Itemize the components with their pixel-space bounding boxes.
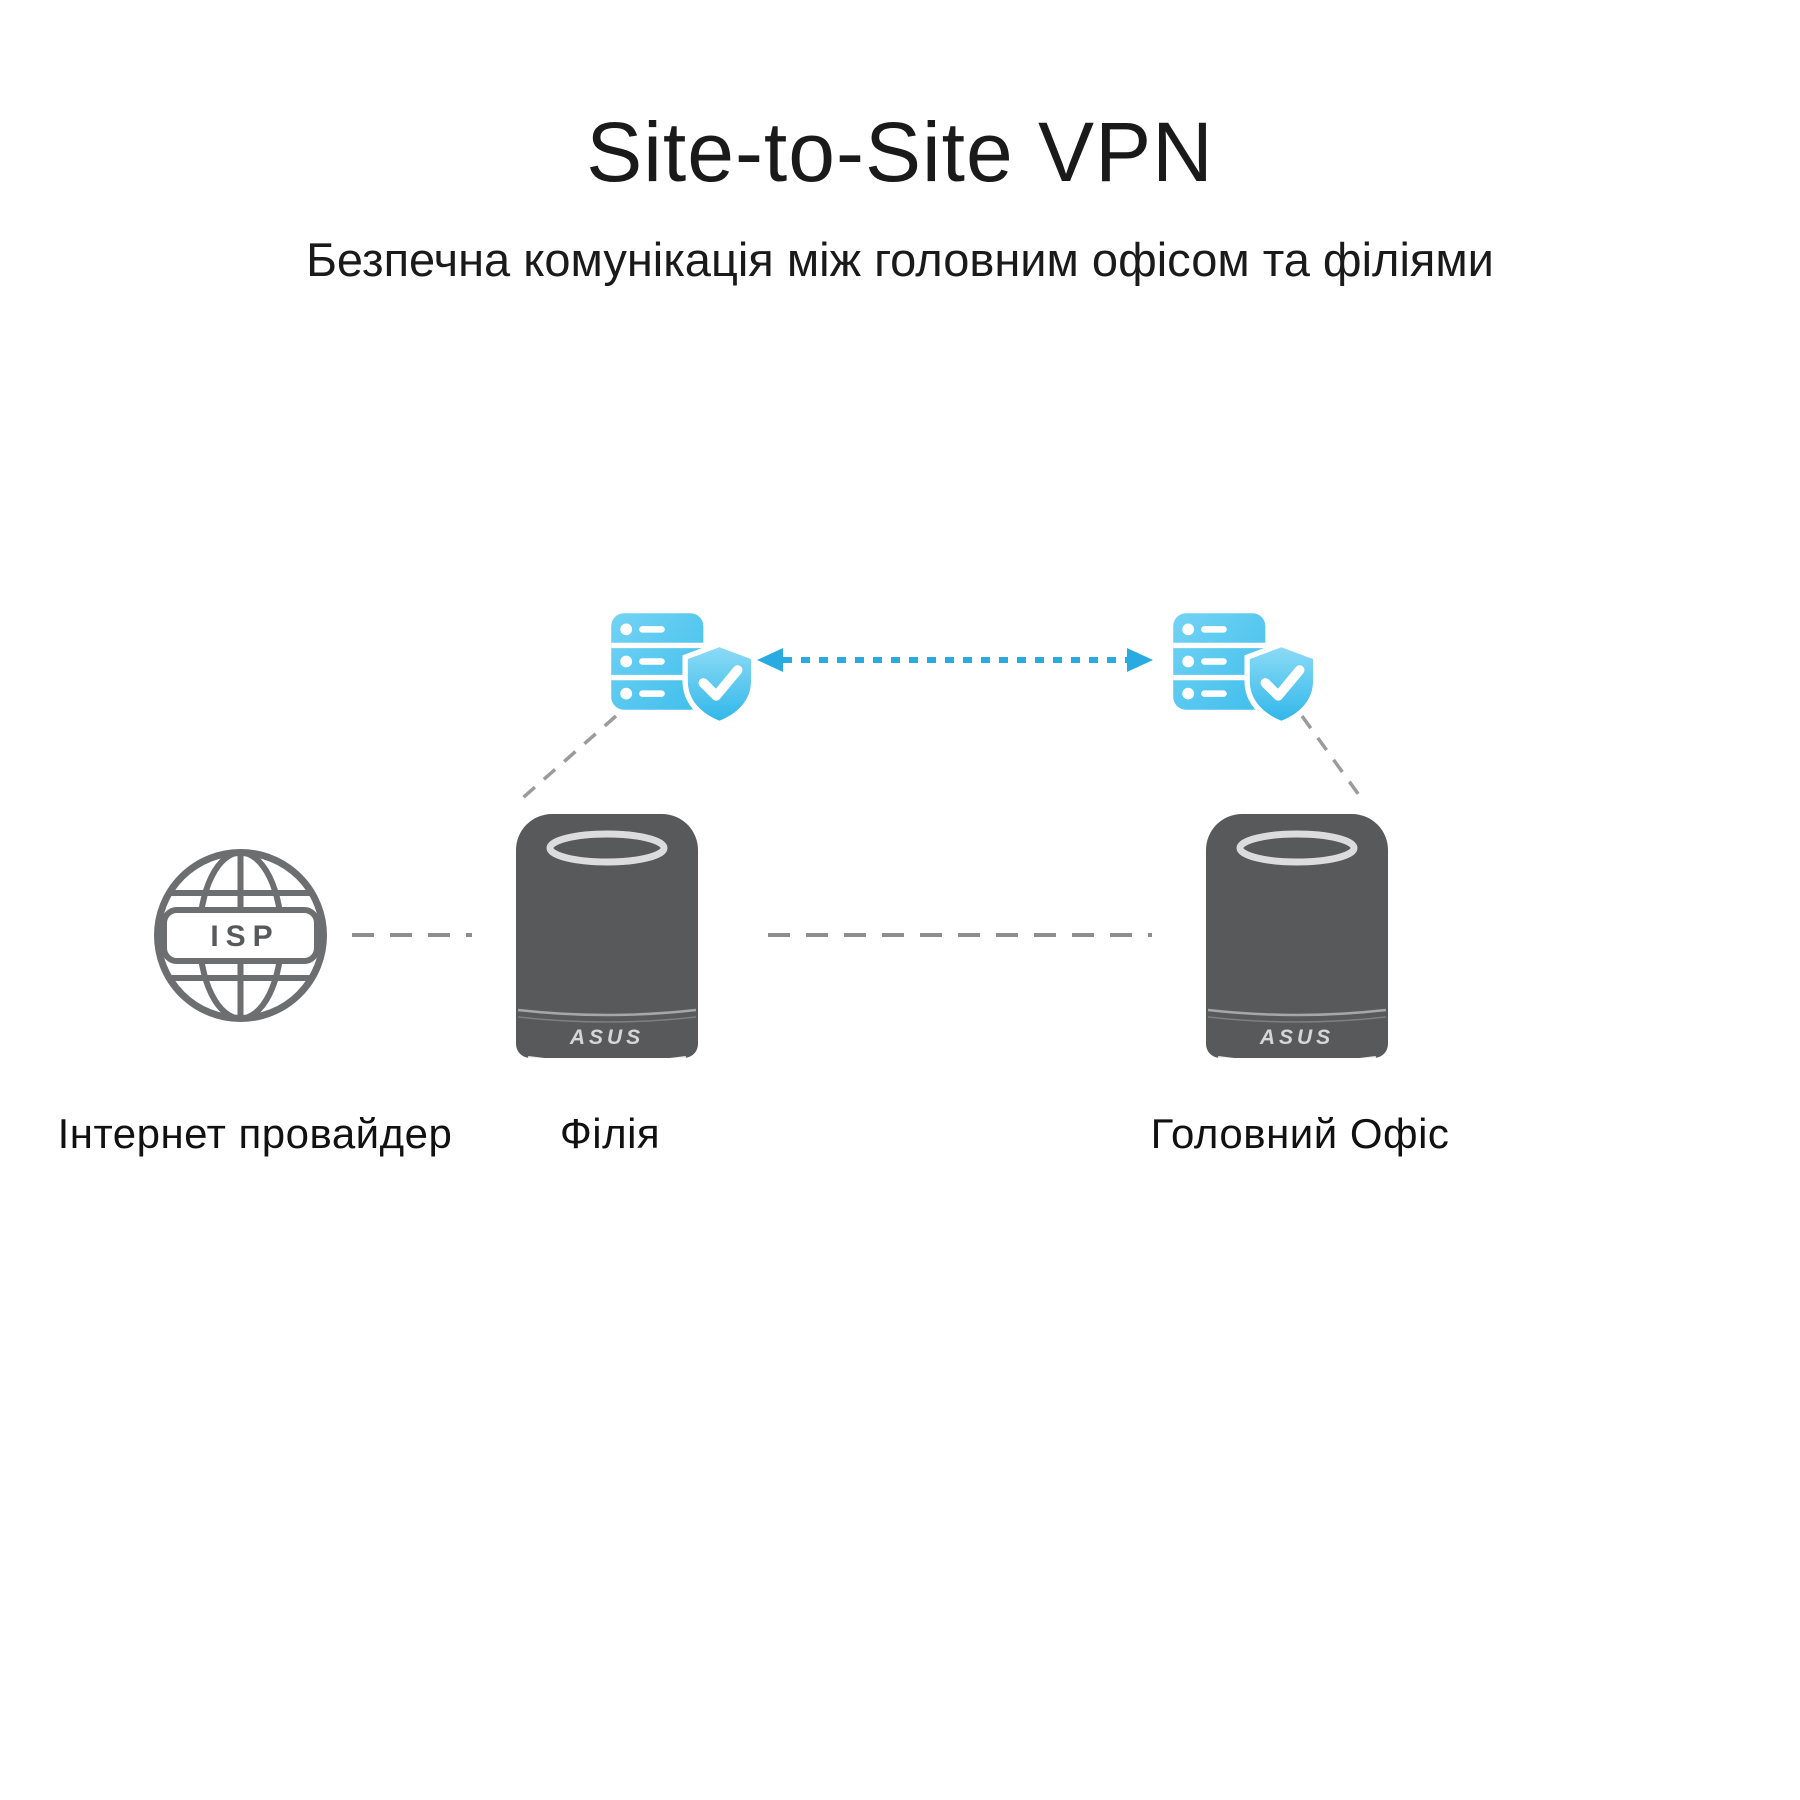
router-handle-slot bbox=[1236, 830, 1358, 866]
connector-server-hq bbox=[1300, 714, 1366, 804]
server-shield-icon-branch bbox=[611, 613, 757, 727]
page-title: Site-to-Site VPN bbox=[586, 105, 1214, 199]
isp-globe-icon: ISP bbox=[154, 849, 327, 1022]
page-subtitle: Безпечна комунікація між головним офісом… bbox=[306, 233, 1494, 286]
arrowhead-right-icon bbox=[1127, 648, 1153, 672]
isp-badge-label: ISP bbox=[210, 920, 279, 953]
node-label-hq: Головний Офіс bbox=[1150, 1110, 1450, 1157]
server-shield-icon-hq bbox=[1173, 613, 1319, 727]
shield-check-icon bbox=[682, 641, 757, 727]
router-device-hq: ASUS bbox=[1206, 814, 1388, 1066]
router-device-branch: ASUS bbox=[516, 814, 698, 1066]
asus-logo: ASUS bbox=[569, 1026, 644, 1049]
node-label-isp: Інтернет провайдер bbox=[57, 1110, 453, 1157]
vpn-tunnel-arrow bbox=[757, 648, 1153, 672]
asus-logo: ASUS bbox=[1259, 1026, 1334, 1049]
shield-check-icon bbox=[1244, 641, 1319, 727]
router-handle-slot bbox=[546, 830, 668, 866]
arrowhead-left-icon bbox=[757, 648, 783, 672]
connector-server-branch bbox=[516, 714, 618, 804]
node-label-branch: Філія bbox=[559, 1110, 661, 1157]
isp-badge bbox=[161, 907, 320, 964]
